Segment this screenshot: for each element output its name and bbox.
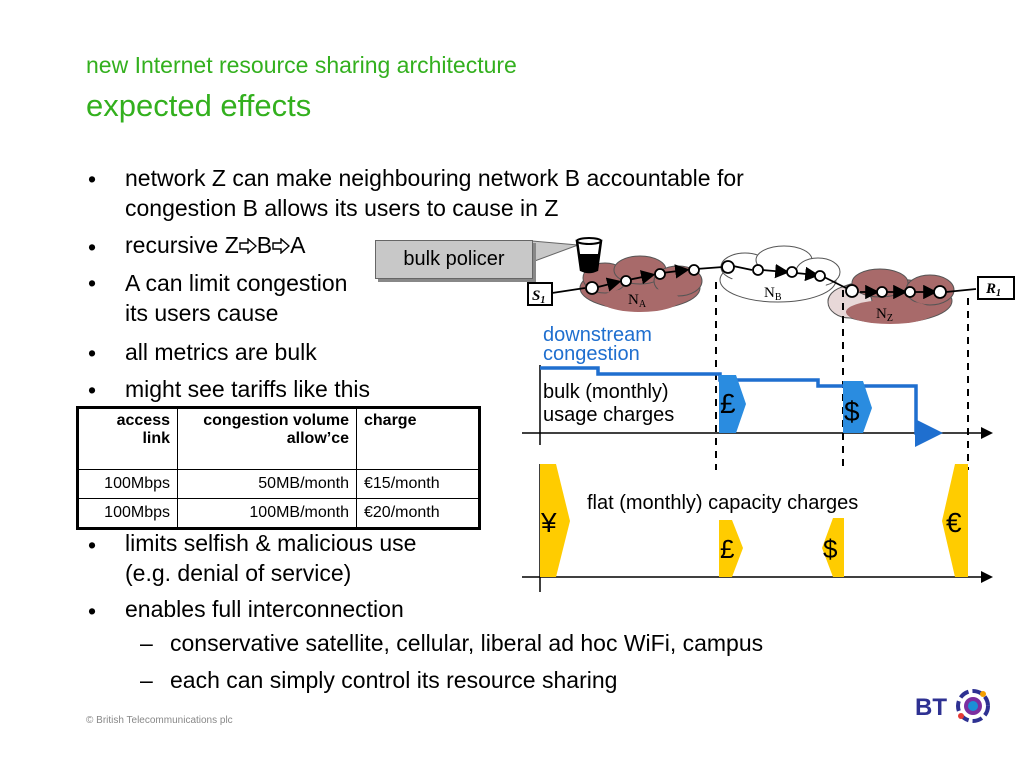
network-z-label: NZ [876,306,893,324]
receiver-box [977,276,1015,300]
svg-text:¥: ¥ [540,507,557,538]
bullet-marker: • [88,270,97,296]
table-row: 100Mbps 100MB/month €20/month [77,498,480,529]
sub-bullet-control: each can simply control its resource sha… [170,667,618,693]
bullet-text: recursive Z [125,232,239,258]
table-cell: €20/month [356,498,480,529]
usage-charge-dollar: $ [843,381,872,433]
svg-text:£: £ [720,388,736,419]
sub-bullet-networks: conservative satellite, cellular, libera… [170,630,764,656]
bullet-marker: • [88,532,97,558]
bullet-marker: • [88,377,97,403]
usage-charge-pound: £ [719,375,746,433]
bullet-text: A can limit congestion [125,270,348,296]
svg-text:$: $ [823,534,838,564]
tariff-table: access link congestion volume allow’ce c… [76,406,481,530]
bullet-marker: • [88,234,97,260]
bullet-text: limits selfish & malicious use [125,530,417,556]
network-b-label: NB [764,285,782,303]
bullet-text: its users cause [125,300,279,326]
slide-title: new Internet resource sharing architectu… [86,52,517,78]
network-a-label: NA [628,292,647,310]
svg-text:£: £ [720,534,735,564]
capacity-charge-dollar: $ [822,518,844,577]
bullet-text: network Z can make neighbouring network … [125,165,744,191]
dash-marker: – [140,667,153,693]
usage-charges-label: usage charges [543,404,674,426]
capacity-charge-yen: ¥ [540,464,570,577]
receiver-label: R1 [985,281,1001,299]
table-row: 100Mbps 50MB/month €15/month [77,469,480,499]
bt-logo: BT [915,689,995,726]
dash-marker: – [140,630,153,656]
flat-capacity-label: flat (monthly) capacity charges [587,492,858,514]
bullet-text: (e.g. denial of service) [125,560,352,586]
bullet-marker: • [88,340,97,366]
sender-box [527,282,553,306]
router-nodes [585,260,947,299]
svg-text:€: € [946,507,962,538]
bulk-usage-label: bulk (monthly) [543,381,669,403]
bullet-text: A [290,232,306,258]
bullet-bulk: all metrics are bulk [125,339,317,365]
copyright-footer: © British Telecommunications plc [86,715,233,726]
right-arrow-icon [239,237,257,255]
capacity-charge-euro: € [942,464,968,577]
bullet-interconnection: enables full interconnection [125,596,404,622]
column-header: charge [356,407,480,470]
downstream-label: downstream [543,324,652,346]
sender-label: S1 [532,288,545,306]
right-arrow-icon [272,237,291,255]
capacity-charge-pound: £ [719,520,743,577]
network-boundaries [715,282,969,470]
table-cell: 100Mbps [77,498,178,529]
bullet-marker: • [88,598,97,624]
bullet-accountable: network Z can make neighbouring network … [125,163,744,223]
bulk-policer-callout: bulk policer [375,240,533,279]
bullet-limit: A can limit congestion its users cause [125,268,347,328]
congestion-line [540,366,943,447]
congestion-label: congestion [543,343,640,365]
bullet-marker: • [88,166,97,192]
bullet-limits: limits selfish & malicious use (e.g. den… [125,528,416,588]
bullet-text: congestion B allows its users to cause i… [125,195,559,221]
bucket-icon [575,237,603,274]
bullet-tariffs: might see tariffs like this [125,376,371,402]
table-cell: 50MB/month [177,469,357,499]
bt-logo-text: BT [915,694,947,721]
bullet-text: B [256,232,273,258]
bt-globe-icon [956,689,990,723]
svg-text:$: $ [844,396,860,427]
callout-pointer [531,240,579,263]
slide-subtitle: expected effects [86,88,312,123]
